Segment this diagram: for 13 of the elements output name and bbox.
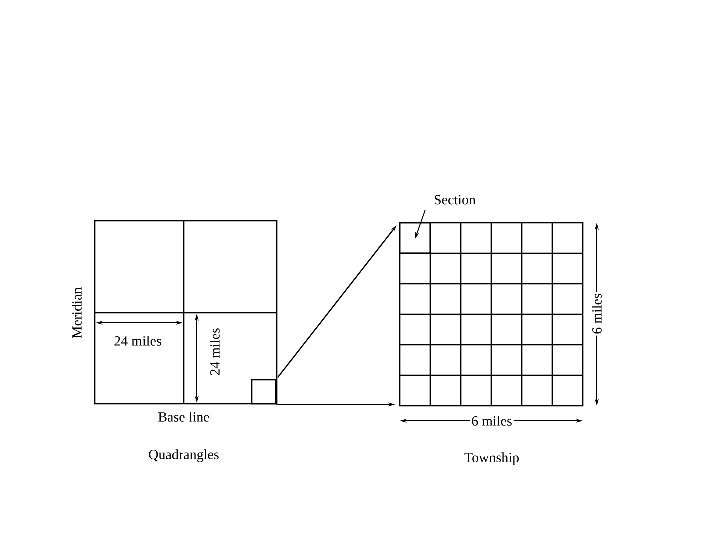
township-grid <box>399 222 584 407</box>
dimension-label: 24 miles <box>208 326 222 378</box>
quadrangle-square <box>94 220 278 405</box>
dimension-label: 24 miles <box>112 334 164 348</box>
section-label: Section <box>434 195 476 205</box>
node-label: Quadrangles <box>149 450 219 462</box>
axis-label: Base line <box>156 410 212 424</box>
axis-label: Meridian <box>70 286 84 340</box>
section-cell <box>399 222 432 254</box>
dimension-label: 6 miles <box>470 414 514 428</box>
node-label: Township <box>464 452 519 466</box>
township-square <box>251 379 277 405</box>
dimension-label: 6 miles <box>590 292 604 336</box>
